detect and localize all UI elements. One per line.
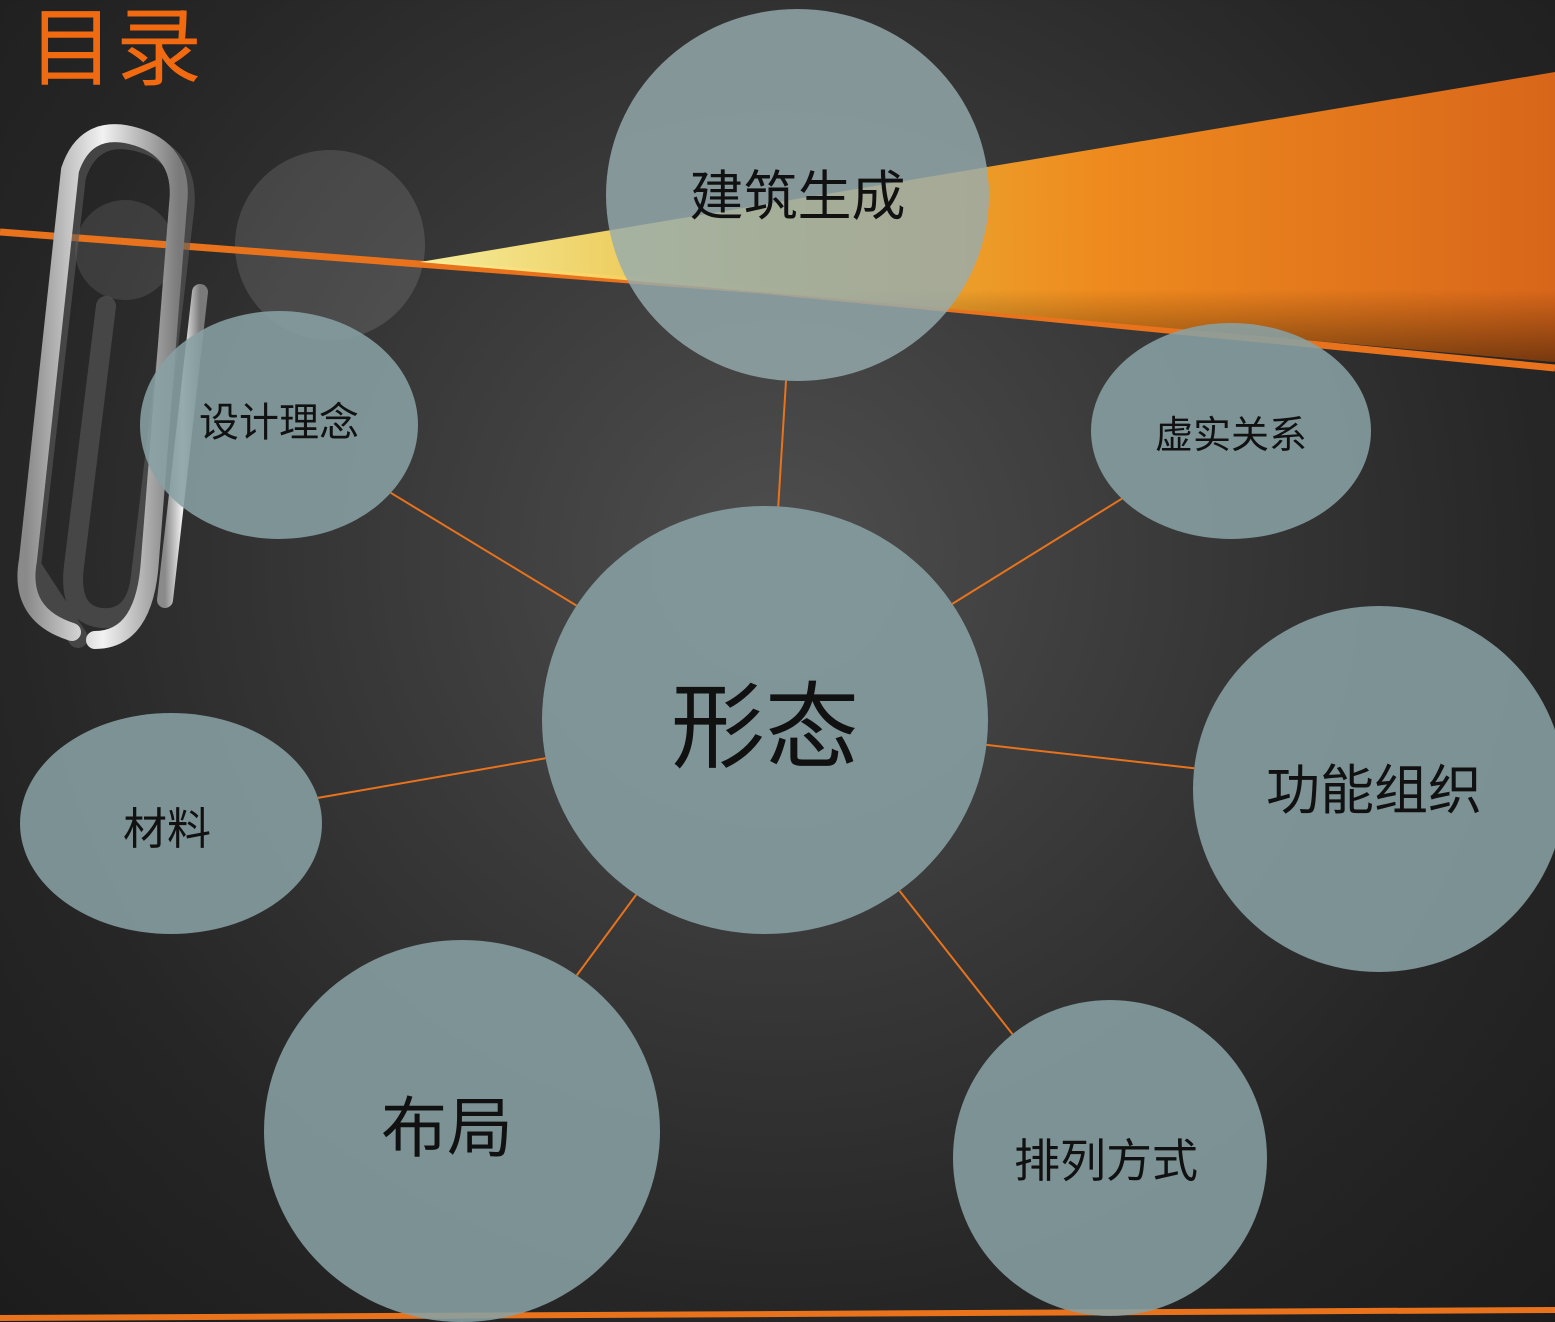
connector-line	[317, 757, 546, 799]
node-label: 材料	[123, 803, 211, 855]
connector-line	[777, 380, 788, 507]
node-xushi: 虚实关系	[1091, 323, 1371, 539]
connector-line	[575, 894, 638, 976]
node-cailiao: 材料	[20, 713, 322, 934]
node-pailie: 排列方式	[953, 1000, 1267, 1316]
connector-line	[390, 491, 578, 607]
deco-circle	[235, 150, 425, 340]
node-label: 虚实关系	[1154, 412, 1307, 457]
node-jianzhu: 建筑生成	[606, 9, 989, 381]
node-label: 排列方式	[1014, 1134, 1198, 1188]
orange-stripe-bottom	[0, 1307, 1555, 1321]
slide-title: 目录	[28, 0, 204, 99]
connector-line	[898, 890, 1014, 1035]
node-buju: 布局	[264, 940, 660, 1322]
center-node-label: 形态	[670, 674, 859, 783]
node-label: 功能组织	[1266, 758, 1482, 822]
center-node: 形态	[542, 506, 988, 934]
node-label: 建筑生成	[689, 164, 906, 228]
connector-line	[986, 743, 1195, 770]
connector-lines	[317, 380, 1195, 1035]
node-label: 布局	[381, 1090, 513, 1167]
connector-line	[951, 497, 1123, 605]
node-sheji: 设计理念	[140, 311, 418, 539]
node-gongneng: 功能组织	[1193, 606, 1555, 972]
deco-circle	[75, 200, 175, 300]
node-label: 设计理念	[199, 400, 359, 446]
